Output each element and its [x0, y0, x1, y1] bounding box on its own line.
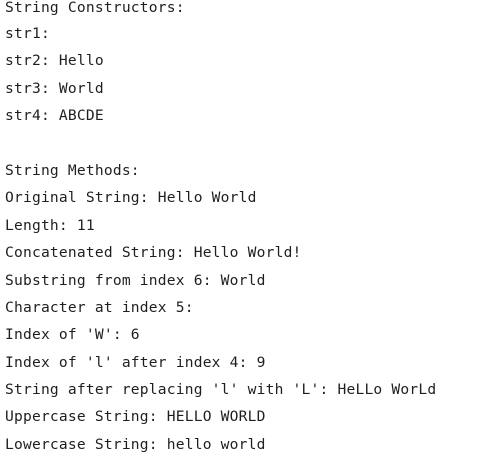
console-line-str2: str2: Hello: [5, 52, 104, 70]
console-line-concatenated: Concatenated String: Hello World!: [5, 244, 302, 262]
console-line-index-of-w: Index of 'W': 6: [5, 326, 140, 344]
console-line-length: Length: 11: [5, 216, 95, 234]
console-line-header-constructors: String Constructors:: [5, 0, 185, 16]
console-line-blank: [5, 130, 497, 157]
console-line-str1: str1:: [5, 25, 50, 42]
console-line-original-string: Original String: Hello World: [5, 189, 257, 207]
console-line-substring: Substring from index 6: World: [5, 271, 266, 289]
console-line-index-of-l: Index of 'l' after index 4: 9: [5, 353, 266, 371]
console-line-lowercase: Lowercase String: hello world: [5, 435, 266, 453]
console-line-header-methods: String Methods:: [5, 161, 140, 179]
console-line-str3: str3: World: [5, 79, 104, 97]
console-line-replace: String after replacing 'l' with 'L': HeL…: [5, 381, 437, 399]
console-line-character-at: Character at index 5:: [5, 298, 194, 316]
console-line-str4: str4: ABCDE: [5, 107, 104, 125]
console-line-uppercase: Uppercase String: HELLO WORLD: [5, 408, 266, 426]
